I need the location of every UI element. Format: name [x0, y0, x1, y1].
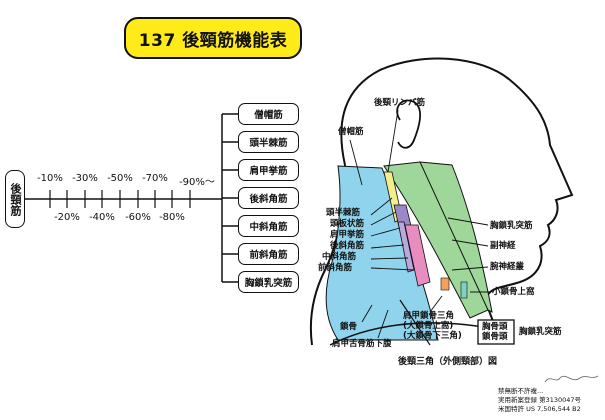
label-anterior-scalene: 前斜角筋: [318, 263, 353, 273]
muscle-box-levator-scapulae: 肩甲挙筋: [238, 159, 299, 181]
label-posterior-scalene: 後斜角筋: [330, 241, 365, 251]
muscle-box-sternocleidomastoid: 胸鎖乳突筋: [238, 271, 299, 293]
footer-utility-model: 実用新案登録 第3130047号: [498, 396, 582, 404]
label-semispinalis: 頭半棘筋: [326, 208, 361, 218]
muscle-box-posterior-scalene: 後斜角筋: [238, 187, 299, 209]
scale-label: -10%: [37, 173, 63, 184]
label-omoclavicular: 肩甲鎖骨三角: [403, 311, 455, 321]
muscle-box-middle-scalene: 中斜角筋: [238, 215, 299, 237]
scale-label: -20%: [54, 212, 80, 223]
label-clavicle: 鎖骨: [340, 322, 358, 332]
muscle-box-trapezius: 僧帽筋: [238, 103, 299, 125]
scale-label: -90%〜: [179, 177, 215, 188]
label-brachial-plexus: 腕神経叢: [490, 262, 525, 272]
label-middle-scalene: 中斜角筋: [322, 252, 357, 262]
page-title: 137 後頸筋機能表: [124, 17, 302, 59]
footer-patent: 米国特許 US 7,506,544 B2: [498, 405, 581, 413]
scale-label: -60%: [125, 212, 151, 223]
label-trapezius: 僧帽筋: [338, 127, 364, 137]
scale-label: -70%: [142, 173, 168, 184]
label-accessory-nerve: 副神経: [490, 241, 516, 251]
label-levator: 肩甲挙筋: [330, 230, 365, 240]
label-clavicular-head: 鎖骨頭: [482, 332, 508, 342]
label-omoclavicular-sub2: (大鎖骨下三角): [403, 331, 462, 341]
label-scm-bottom: 胸鎖乳突筋: [519, 327, 562, 337]
label-omohyoid: 肩甲舌骨筋下腹: [332, 339, 392, 349]
muscle-box-semispinalis-capitis: 頭半棘筋: [238, 131, 299, 153]
scale-label: -30%: [72, 173, 98, 184]
scale-label: -40%: [89, 212, 115, 223]
label-omoclavicular-sub1: (大鎖骨上窩): [403, 321, 454, 331]
sternal-head-box: [477, 319, 515, 345]
label-sternal-head: 胸骨頭: [482, 322, 508, 332]
scalene-region: [404, 224, 431, 287]
label-scm-right: 胸鎖乳突筋: [490, 221, 533, 231]
footer-copyright: 禁無断不許複...: [498, 387, 544, 395]
label-lesser-supraclavicular: 小鎖骨上窩: [492, 287, 535, 297]
figure-caption: 後頸三角（外側頸部）図: [398, 357, 498, 367]
label-posterior-lymph: 後頸リンパ筋: [374, 98, 426, 108]
root-muscle-box: 後頸筋: [5, 170, 25, 228]
muscle-box-anterior-scalene: 前斜角筋: [238, 243, 299, 265]
scale-label: -80%: [159, 212, 185, 223]
label-splenius: 頭板状筋: [330, 219, 365, 229]
scale-label: -50%: [107, 173, 133, 184]
